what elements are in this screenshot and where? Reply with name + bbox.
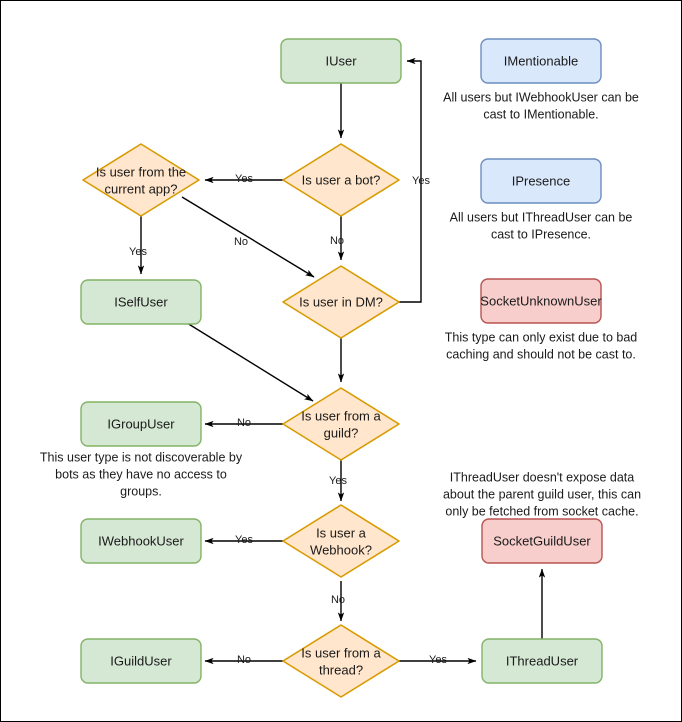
node-is-user-a-webhook[interactable]: Is user a Webhook? — [282, 504, 400, 578]
note-socketunknownuser: This type can only exist due to bad cach… — [445, 330, 638, 361]
note-socketunknownuser-line1: This type can only exist due to bad — [445, 330, 638, 344]
node-is-user-from-thread[interactable]: Is user from a thread? — [282, 624, 400, 698]
node-is-user-from-current-app-label-line2: current app? — [105, 181, 178, 196]
note-imentionable-line1: All users but IWebhookUser can be — [443, 90, 639, 104]
node-is-user-a-bot[interactable]: Is user a bot? — [282, 143, 400, 217]
note-imentionable-line2: cast to IMentionable. — [483, 107, 598, 121]
note-ipresence: All users but IThreadUser can be cast to… — [450, 210, 633, 241]
node-socketunknownuser[interactable]: SocketUnknownUser — [480, 278, 602, 324]
node-ipresence-label: IPresence — [512, 173, 571, 188]
note-igroupuser-line1: This user type is not discoverable by — [40, 450, 243, 464]
edge-labels-layer: Yes No Yes Yes No No Yes Yes No No Yes — [129, 173, 447, 666]
node-imentionable[interactable]: IMentionable — [480, 38, 602, 84]
note-ipresence-line1: All users but IThreadUser can be — [450, 210, 633, 224]
edge-iselfuser-to-is-from-guild — [186, 322, 314, 402]
note-igroupuser-line3: groups. — [120, 484, 162, 498]
node-is-user-from-current-app-label-line1: Is user from the — [96, 164, 186, 179]
node-iuser-label: IUser — [325, 53, 357, 68]
node-is-user-a-bot-label: Is user a bot? — [302, 172, 381, 187]
node-is-user-in-dm[interactable]: Is user in DM? — [282, 265, 400, 339]
note-socketguilduser-line3: only be fetched from socket cache. — [445, 504, 638, 518]
node-iselfuser-label: ISelfUser — [114, 294, 168, 309]
edge-label-current-app-no: No — [234, 236, 248, 248]
edge-label-webhook-no: No — [331, 594, 345, 606]
note-imentionable: All users but IWebhookUser can be cast t… — [443, 90, 639, 121]
node-is-user-from-thread-label-line1: Is user from a — [301, 645, 381, 660]
edge-label-bot-yes: Yes — [235, 173, 253, 185]
node-iwebhookuser[interactable]: IWebhookUser — [80, 518, 202, 564]
edge-label-thread-yes: Yes — [429, 654, 447, 666]
node-iwebhookuser-label: IWebhookUser — [98, 533, 184, 548]
node-socketguilduser[interactable]: SocketGuildUser — [481, 518, 603, 564]
node-ithreaduser[interactable]: IThreadUser — [481, 638, 603, 684]
node-socketunknownuser-label: SocketUnknownUser — [480, 293, 602, 308]
edge-label-webhook-yes: Yes — [235, 534, 253, 546]
edge-label-guild-no: No — [237, 417, 251, 429]
node-igroupuser[interactable]: IGroupUser — [80, 401, 202, 447]
node-ithreaduser-label: IThreadUser — [506, 653, 579, 668]
node-is-user-from-guild[interactable]: Is user from a guild? — [282, 387, 400, 461]
note-socketguilduser-line1: IThreadUser doesn't expose data — [450, 470, 634, 484]
note-socketguilduser-line2: about the parent guild user, this can — [443, 487, 641, 501]
note-socketguilduser: IThreadUser doesn't expose data about th… — [443, 470, 641, 518]
node-iuser[interactable]: IUser — [280, 38, 402, 84]
node-is-user-from-guild-label-line1: Is user from a — [301, 408, 381, 423]
note-socketunknownuser-line2: caching and should not be cast to. — [446, 347, 636, 361]
node-igroupuser-label: IGroupUser — [107, 416, 175, 431]
node-is-user-from-thread-label-line2: thread? — [319, 662, 363, 677]
edge-label-bot-no: No — [330, 235, 344, 247]
node-is-user-a-webhook-label-line1: Is user a — [316, 525, 367, 540]
edges-layer: Is user from the current app? --> Is use… — [137, 57, 546, 665]
node-ipresence[interactable]: IPresence — [480, 158, 602, 204]
node-socketguilduser-label: SocketGuildUser — [493, 533, 591, 548]
edge-current-app-no-to-is-in-dm — [181, 196, 315, 278]
node-is-user-from-current-app[interactable]: Is user from the current app? — [82, 143, 200, 217]
node-iselfuser[interactable]: ISelfUser — [80, 279, 202, 325]
note-igroupuser: This user type is not discoverable by bo… — [40, 450, 243, 498]
node-iguilduser-label: IGuildUser — [110, 653, 172, 668]
node-is-user-in-dm-label: Is user in DM? — [299, 294, 383, 309]
note-igroupuser-line2: bots as they have no access to — [55, 467, 227, 481]
note-ipresence-line2: cast to IPresence. — [491, 227, 591, 241]
node-imentionable-label: IMentionable — [504, 53, 578, 68]
edge-label-guild-yes: Yes — [329, 475, 347, 487]
node-is-user-from-guild-label-line2: guild? — [324, 425, 359, 440]
node-is-user-a-webhook-label-line2: Webhook? — [310, 542, 372, 557]
edge-label-current-app-yes: Yes — [129, 246, 147, 258]
edge-is-in-dm-yes-to-iuser — [399, 57, 422, 303]
edge-label-thread-no: No — [237, 654, 251, 666]
node-iguilduser[interactable]: IGuildUser — [80, 638, 202, 684]
edge-label-dm-yes: Yes — [412, 175, 430, 187]
